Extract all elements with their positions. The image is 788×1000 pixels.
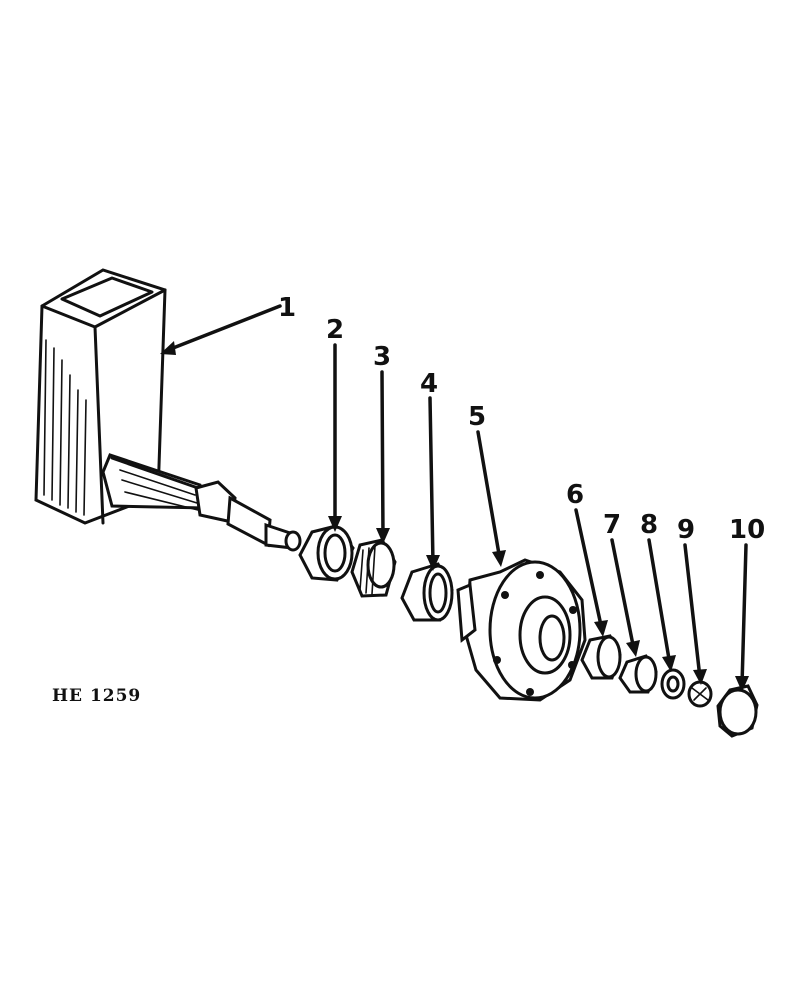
callout-4: 4 xyxy=(420,369,438,399)
callout-2: 2 xyxy=(326,315,344,345)
leader-lines xyxy=(160,304,749,692)
callout-1: 1 xyxy=(278,293,296,323)
spindle-nut xyxy=(687,680,713,708)
callout-3: 3 xyxy=(373,342,391,372)
callout-10: 10 xyxy=(729,515,765,545)
spindle-assembly xyxy=(34,268,302,552)
callout-7: 7 xyxy=(603,510,621,540)
callout-6: 6 xyxy=(566,480,584,510)
drawing-code: HE 1259 xyxy=(52,686,141,706)
seal-ring xyxy=(400,562,454,622)
callout-5: 5 xyxy=(468,402,486,432)
bearing-cone-outer xyxy=(618,654,658,694)
callout-8: 8 xyxy=(640,510,658,540)
callout-9: 9 xyxy=(677,515,695,545)
wheel-hub xyxy=(456,558,587,702)
bearing-cup-inner xyxy=(298,524,355,582)
washer xyxy=(660,668,686,700)
bearing-cone-inner xyxy=(350,538,397,598)
dust-cap xyxy=(716,684,759,738)
bearing-cup-outer xyxy=(580,634,622,680)
